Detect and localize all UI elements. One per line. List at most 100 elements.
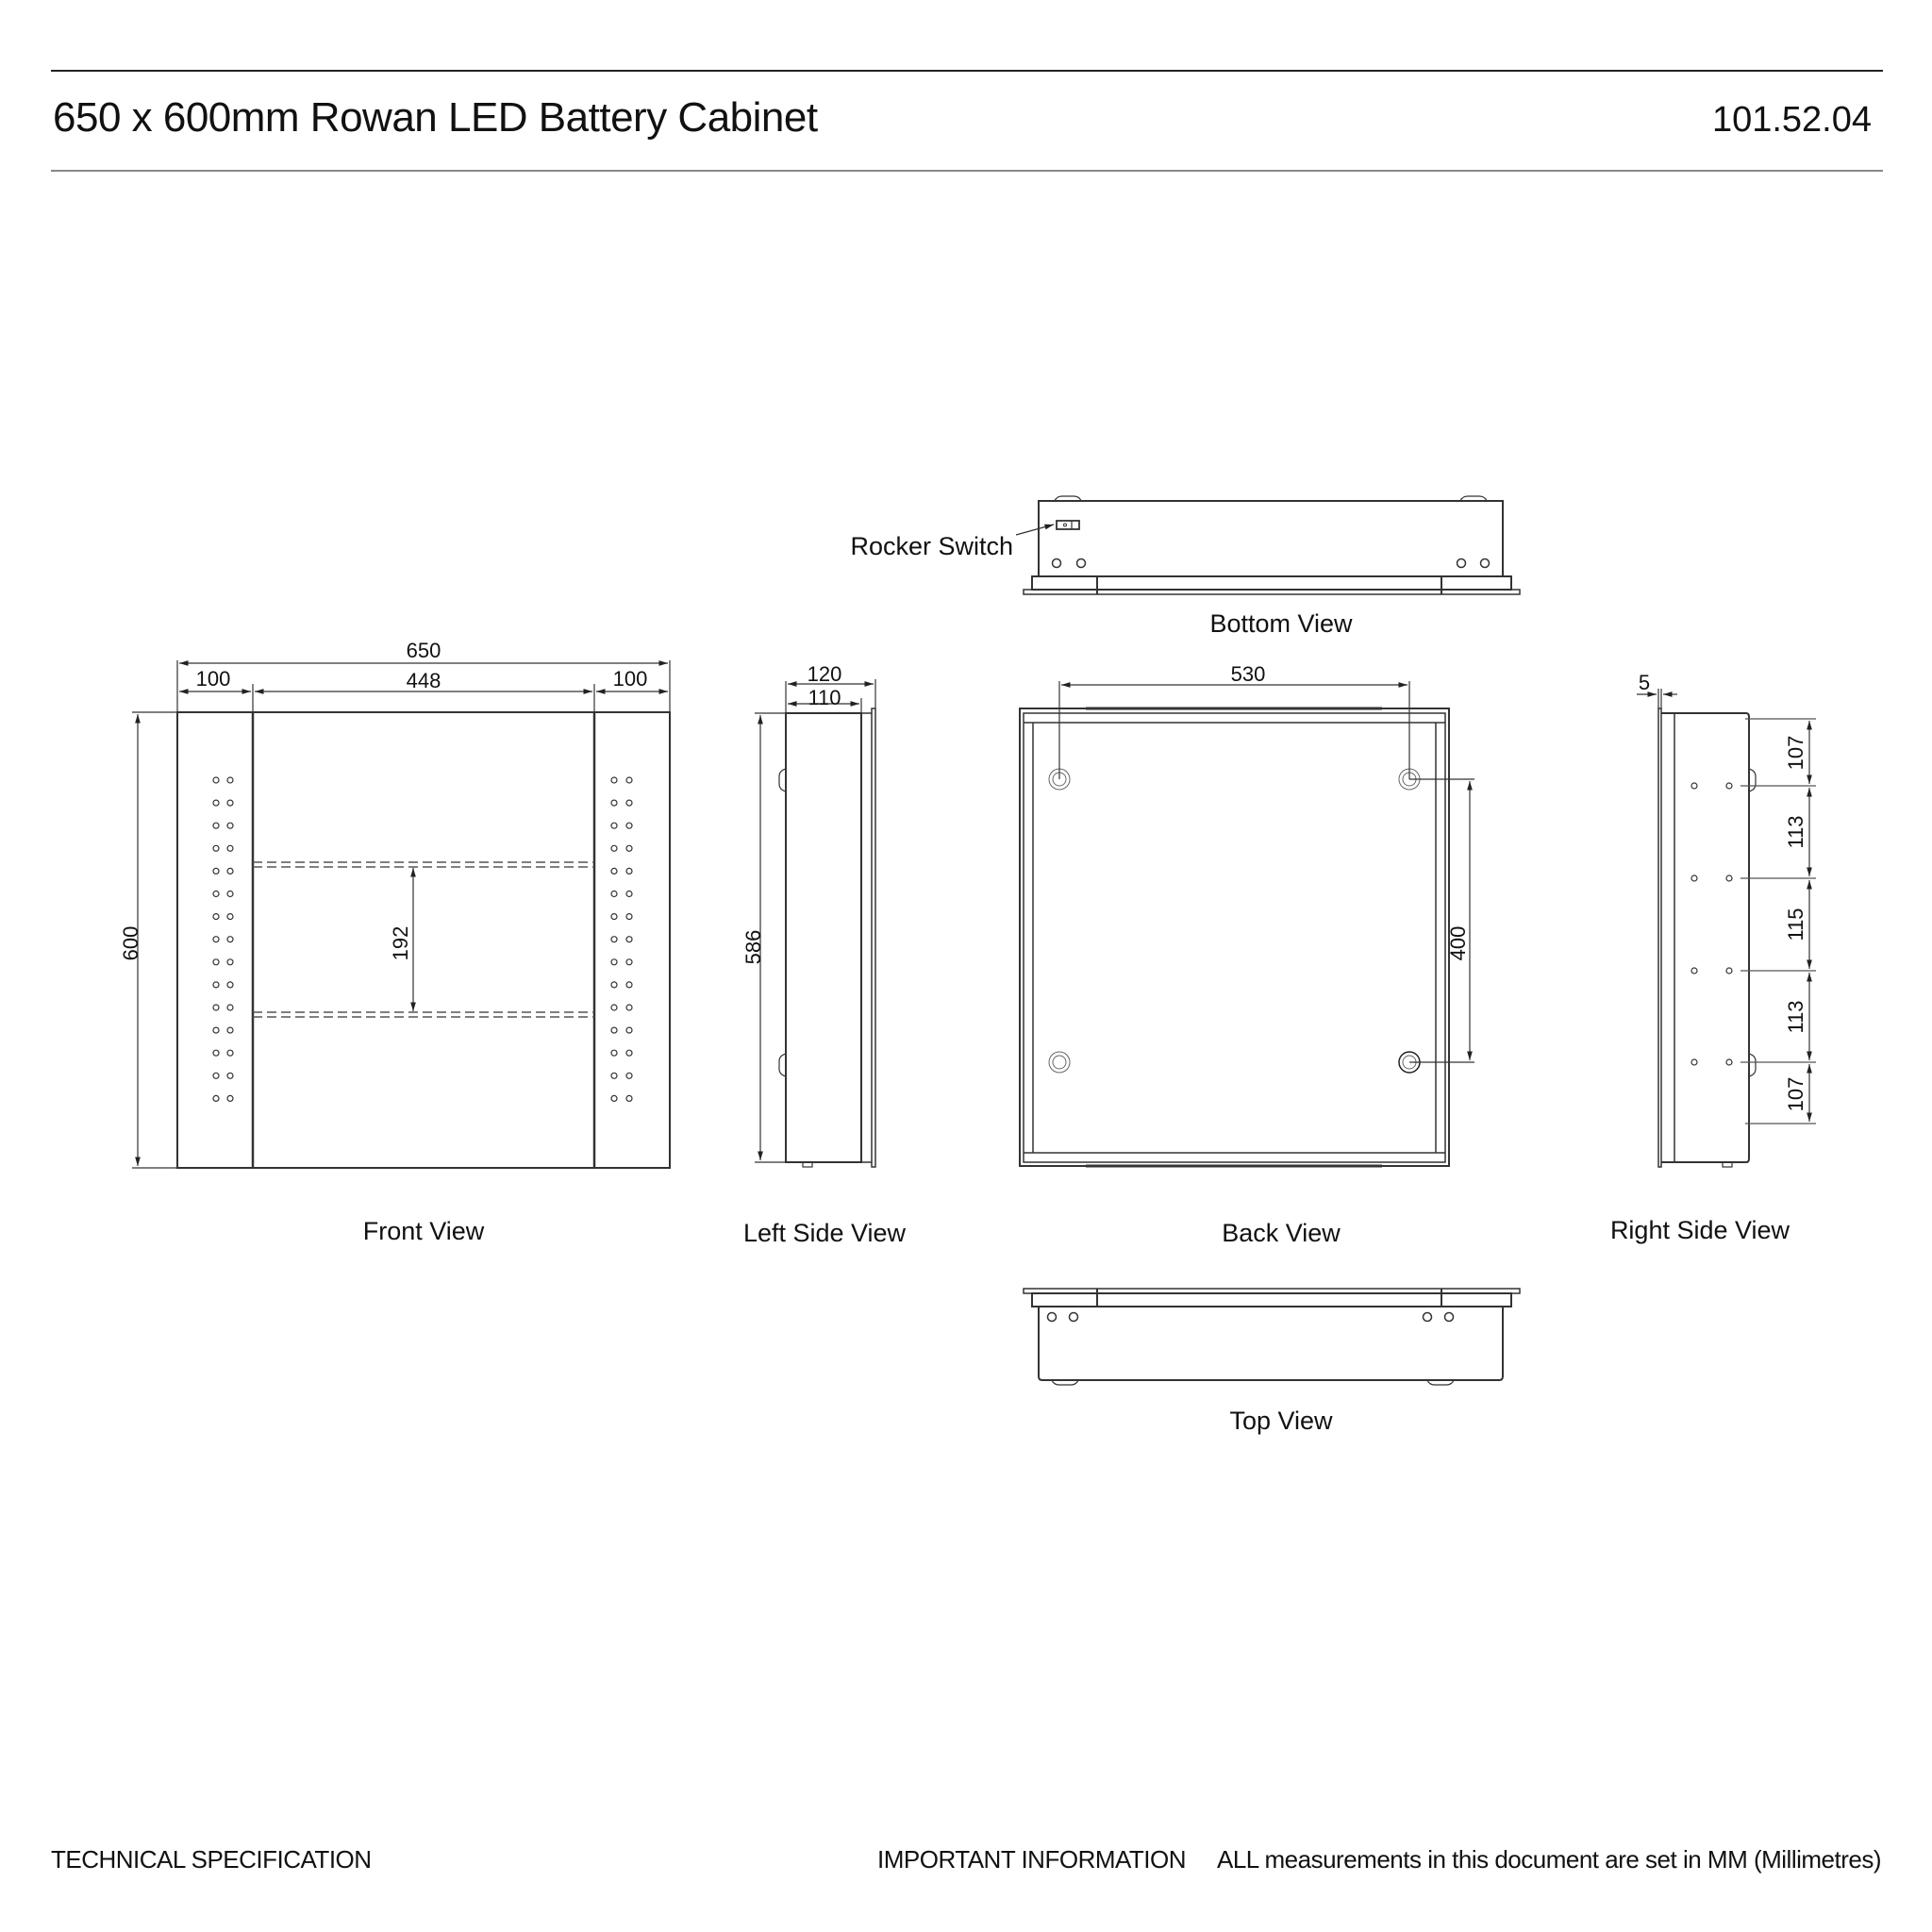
led-dot-icon [212,1026,220,1034]
footer-important-text: ALL measurements in this document are se… [1217,1845,1882,1874]
led-dot-icon [212,981,220,989]
led-dot-icon [226,981,234,989]
led-dot-icon [226,799,234,807]
led-dot-icon [212,844,220,852]
led-dot-icon [212,867,220,875]
footer-important-label: IMPORTANT INFORMATION [877,1845,1187,1874]
left-side-view-label: Left Side View [743,1219,907,1247]
product-code: 101.52.04 [1711,100,1872,140]
led-dot-icon [625,1026,633,1034]
led-dot-icon [610,867,618,875]
led-dot-icon [610,822,618,829]
mounting-hole-icons [1048,768,1421,1074]
led-dot-icon [226,822,234,829]
led-dot-icon [610,844,618,852]
dim-right-seg4: 113 [1784,1000,1807,1033]
dim-right-seg5: 107 [1784,1077,1807,1112]
front-view [132,660,671,1169]
led-dot-icon [610,776,618,784]
led-dot-icons-right-side [1690,782,1733,1066]
led-dot-icon [625,936,633,943]
dim-front-width: 650 [407,639,441,662]
led-dot-icon [625,981,633,989]
led-dot-icon [226,958,234,966]
led-dot-icon [212,776,220,784]
led-dot-icon [610,958,618,966]
led-dot-icon [212,799,220,807]
led-dot-icon [226,1004,234,1011]
top-view [1023,1288,1521,1386]
dim-left-height: 586 [741,930,765,965]
led-dot-icon [610,799,618,807]
dim-right-seg3: 115 [1784,908,1807,941]
bottom-view [1015,495,1521,595]
right-side-view [1637,689,1816,1168]
led-dot-icon [226,912,234,921]
left-side-view [755,679,876,1168]
back-view [1019,681,1474,1168]
led-dot-icon [625,958,633,966]
led-dot-icon [226,867,234,875]
dim-back-hole-spacing-h: 530 [1231,662,1266,686]
led-dots-left [212,776,234,1103]
dim-front-left-panel: 100 [196,667,231,691]
led-dot-icon [610,981,618,989]
led-dot-icon [610,1004,618,1011]
led-dot-icon [625,844,633,852]
dim-left-depth-overall: 120 [808,662,842,686]
dim-right-seg2: 113 [1784,815,1807,848]
rocker-switch-icon [1056,520,1080,530]
led-dot-icon [625,799,633,807]
led-dot-icon [625,890,633,898]
led-dot-icon [212,936,220,943]
led-dot-icon [226,936,234,943]
bottom-view-label: Bottom View [1209,609,1353,638]
document-title: 650 x 600mm Rowan LED Battery Cabinet [53,94,818,141]
header-top-rule [51,70,1883,72]
led-dot-icon [226,1094,234,1103]
led-dot-icon [226,1026,234,1034]
dim-back-hole-spacing-v: 400 [1446,926,1470,961]
led-dot-icon [625,912,633,921]
led-dot-icon [625,867,633,875]
screw-icons-bottom [1051,558,1491,569]
led-dot-icon [610,1049,618,1057]
led-dot-icon [212,1072,220,1079]
led-dot-icon [212,912,220,921]
led-dot-icon [610,1072,618,1079]
back-view-label: Back View [1222,1219,1341,1247]
led-dot-icon [226,844,234,852]
dim-shelf-spacing: 192 [389,926,412,961]
dim-mirror-thickness: 5 [1639,671,1650,694]
led-dot-icon [212,1004,220,1011]
led-dot-icon [610,912,618,921]
led-dot-icon [226,890,234,898]
led-dot-icon [226,1072,234,1079]
led-dot-icon [212,822,220,829]
dim-front-height: 600 [119,926,142,961]
dim-left-depth-body: 110 [808,686,841,709]
front-view-label: Front View [363,1217,485,1245]
dim-right-seg1: 107 [1784,736,1807,771]
led-dot-icon [610,1026,618,1034]
right-side-view-label: Right Side View [1610,1216,1790,1244]
dim-front-center: 448 [407,669,441,692]
dim-front-right-panel: 100 [613,667,648,691]
led-dot-icon [212,958,220,966]
led-dots-right [610,776,633,1103]
led-dot-icon [625,1004,633,1011]
led-dot-icon [625,1049,633,1057]
screw-icons-top [1046,1311,1455,1323]
led-dot-icon [212,890,220,898]
led-dot-icon [226,776,234,784]
rocker-switch-callout: Rocker Switch [850,532,1013,560]
led-dot-icon [625,1072,633,1079]
led-dot-icon [212,1094,220,1103]
led-dot-icon [610,936,618,943]
led-dot-icon [212,1049,220,1057]
led-dot-icon [226,1049,234,1057]
footer-technical-specification: TECHNICAL SPECIFICATION [51,1845,372,1874]
led-dot-icon [625,1094,633,1103]
led-dot-icon [625,776,633,784]
